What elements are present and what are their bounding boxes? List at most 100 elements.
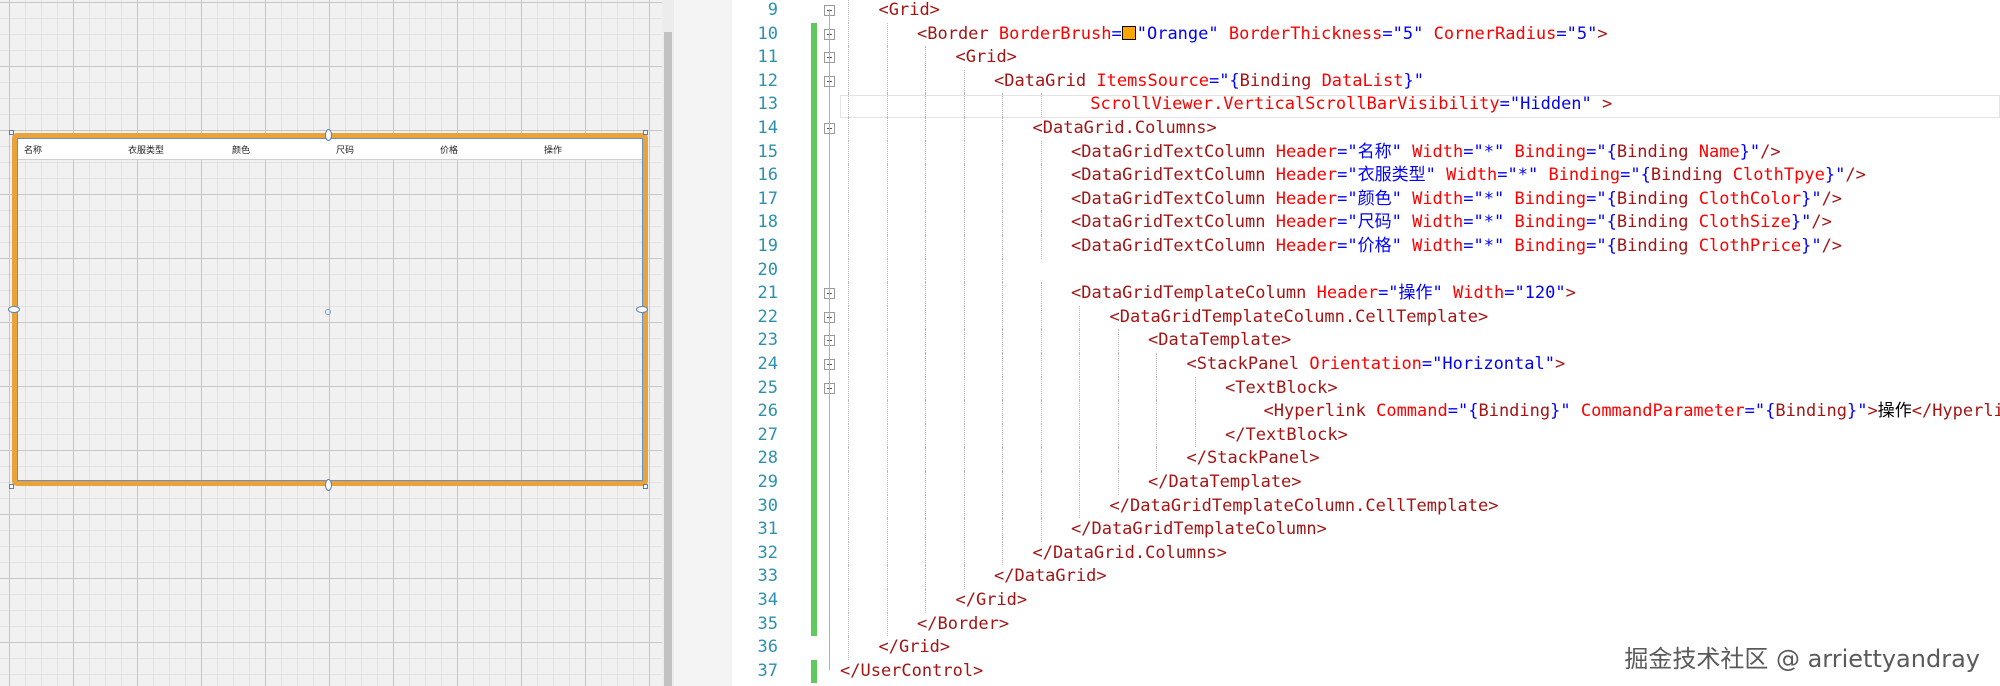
column-header-size[interactable]: 尺码 [336,146,355,156]
line-number: 20 [757,259,778,280]
line-number: 9 [767,0,778,20]
indent-guide [925,565,926,589]
code-line[interactable]: <DataTemplate> [1148,329,1291,352]
code-line[interactable]: </StackPanel> [1187,447,1320,470]
indent-guide [848,69,849,94]
code-token: </DataGrid> [994,566,1107,587]
margin-handle-right[interactable] [636,306,648,313]
code-line[interactable]: </DataGrid> [994,565,1107,588]
code-line[interactable]: </Grid> [956,589,1028,612]
indent-guide [963,211,965,235]
code-token: <DataGridTextColumn [1071,141,1276,162]
center-point-indicator [325,309,331,315]
indent-guide [886,235,888,259]
indent-guide [848,282,849,306]
code-line[interactable]: </Border> [917,613,1009,636]
margin-handle-top[interactable] [325,129,332,141]
code-token: </Grid> [878,637,951,658]
indent-guide [886,353,888,377]
code-token: <DataGridTextColumn [1071,188,1276,209]
code-line[interactable]: <Border BorderBrush="Orange" BorderThick… [917,23,1608,46]
code-line[interactable]: <DataGrid.Columns> [1033,117,1217,140]
code-line[interactable]: <DataGridTextColumn Header="尺码" Width="*… [1071,211,1832,234]
line-number: 13 [757,94,778,115]
code-line[interactable]: <Grid> [879,0,940,22]
resize-corner-bottom-right[interactable] [643,484,648,489]
code-line[interactable]: <Hyperlink Command="{Binding}" CommandPa… [1264,400,2000,423]
code-token: ="名称" [1337,141,1413,162]
color-swatch-icon[interactable] [1121,25,1136,40]
splitter[interactable] [674,0,732,686]
indent-guide [963,376,965,401]
code-line[interactable]: </TextBlock> [1225,424,1348,447]
xaml-code-editor[interactable]: <Grid><Border BorderBrush="Orange" Borde… [732,0,2000,686]
indent-guide [925,187,926,212]
line-number: 23 [757,330,778,351]
indent-guide [848,93,849,117]
code-line[interactable]: <DataGridTextColumn Header="衣服类型" Width=… [1071,164,1866,187]
line-number: 18 [757,212,778,233]
code-token: }" [1739,141,1761,162]
indent-guide [1002,471,1003,495]
line-number: 17 [757,188,778,209]
code-line[interactable]: </UserControl> [840,660,983,683]
code-line[interactable]: </DataTemplate> [1148,471,1302,494]
code-token: BorderThickness [1228,23,1383,44]
code-token: }" [1801,188,1822,209]
code-token: Command [1376,401,1448,422]
column-header-color[interactable]: 颜色 [232,146,251,156]
code-token: Binding [1514,141,1587,162]
column-header-action[interactable]: 操作 [544,146,563,156]
code-token: </Hyperlink> [1911,401,2000,422]
code-line[interactable]: <DataGridTextColumn Header="颜色" Width="*… [1071,188,1842,211]
indent-guide [848,0,849,23]
indent-guide [848,329,849,353]
code-line[interactable]: </Grid> [879,636,951,659]
code-line[interactable]: <DataGrid ItemsSource="{Binding DataList… [994,70,1424,93]
column-header-price[interactable]: 价格 [440,146,459,156]
indent-guide [848,541,849,566]
designer-scrollbar-thumb[interactable] [664,32,672,686]
indent-guide [848,22,849,47]
code-token: Binding [1514,212,1587,233]
code-line[interactable]: <Grid> [956,46,1017,69]
indent-guide [848,400,849,424]
indent-guide [925,541,926,566]
code-line[interactable]: <DataGridTemplateColumn.CellTemplate> [1110,306,1489,329]
indent-guide [886,376,888,401]
indent-guide [963,353,965,377]
resize-corner-top-right[interactable] [643,130,648,135]
indent-guide [1040,400,1042,424]
code-token: <Grid> [955,47,1017,68]
resize-corner-bottom-left[interactable] [9,484,14,489]
designer-vertical-scrollbar[interactable] [662,0,674,686]
code-token: > [1867,401,1878,422]
code-line[interactable]: </DataGridTemplateColumn.CellTemplate> [1110,495,1499,518]
column-header-type[interactable]: 衣服类型 [128,146,165,156]
margin-handle-bottom[interactable] [325,479,332,491]
indent-guide [848,494,849,519]
code-line[interactable]: <TextBlock> [1225,377,1338,400]
column-header-name[interactable]: 名称 [24,146,43,156]
indent-guide [925,376,926,401]
code-token: <DataGridTextColumn [1071,236,1276,256]
margin-handle-left[interactable] [8,306,20,313]
xaml-designer-surface[interactable]: 名称 衣服类型 颜色 尺码 价格 操作 [0,0,662,686]
code-line[interactable]: <StackPanel Orientation="Horizontal"> [1187,353,1566,376]
code-token: DataList [1321,70,1404,91]
resize-corner-top-left[interactable] [9,130,14,135]
indent-guide [1002,164,1003,188]
line-number: 28 [757,448,778,469]
indent-guide [1117,329,1119,353]
line-number: 31 [757,519,778,540]
code-line[interactable]: <DataGridTextColumn Header="名称" Width="*… [1071,141,1781,164]
code-line[interactable]: </DataGridTemplateColumn> [1071,518,1327,541]
code-line[interactable]: <DataGridTemplateColumn Header="操作" Widt… [1071,282,1576,305]
code-line[interactable]: ScrollViewer.VerticalScrollBarVisibility… [1090,93,1612,116]
code-line[interactable]: </DataGrid.Columns> [1033,542,1227,565]
code-line[interactable]: <DataGridTextColumn Header="价格" Width="*… [1071,235,1842,258]
code-token: /> [1760,141,1781,162]
code-token: }" [1790,212,1812,233]
code-token: ="*" [1463,236,1515,256]
code-token: <DataGrid [994,70,1097,91]
